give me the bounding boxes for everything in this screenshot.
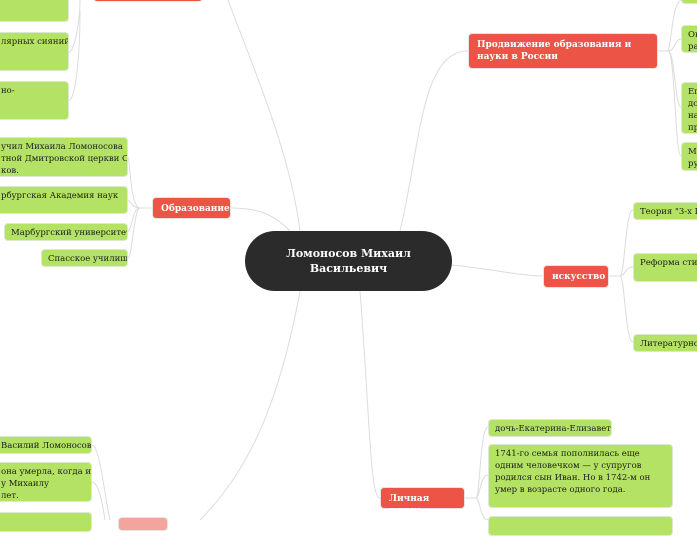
central-topic-text: Ломоносов Михаил Васильевич bbox=[286, 247, 411, 275]
leaf-text: она умерла, когда их у Михаилу лет. bbox=[1, 467, 92, 501]
leaf-personal-2[interactable]: 1741-го семья пополнилась еще одним чело… bbox=[488, 444, 673, 508]
branch-label: Личная жизнь bbox=[389, 494, 430, 516]
branch-science[interactable]: Продвижение образования и науки в России bbox=[468, 33, 658, 69]
leaf-education-4[interactable]: Спасское училище bbox=[41, 249, 128, 267]
branch-education[interactable]: Образование bbox=[152, 197, 231, 219]
leaf-family-1[interactable]: Василий Ломоносов bbox=[0, 436, 92, 454]
leaf-science-1[interactable]: Он ра bbox=[681, 25, 697, 53]
branch-label: Образование bbox=[161, 204, 230, 214]
leaf-text: лярных сияний bbox=[1, 37, 69, 47]
leaf-text: Он ра bbox=[688, 30, 697, 52]
leaf-science-2[interactable]: Ег до на пр bbox=[681, 82, 697, 134]
leaf-art-3[interactable]: Литературное bbox=[633, 334, 697, 352]
leaf-text: Ми ру bbox=[688, 147, 697, 169]
branch-label: Продвижение образования и науки в России bbox=[477, 40, 632, 62]
leaf-text: рбургская Академия наук bbox=[1, 191, 119, 201]
leaf-family-2[interactable]: она умерла, когда их у Михаилу лет. bbox=[0, 462, 92, 502]
leaf-text: Марбургский университет bbox=[11, 228, 128, 238]
leaf-education-3[interactable]: Марбургский университет bbox=[4, 223, 128, 241]
leaf-personal-3[interactable] bbox=[488, 516, 673, 536]
branch-top-left[interactable] bbox=[93, 0, 203, 2]
central-topic[interactable]: Ломоносов Михаил Васильевич bbox=[245, 231, 452, 291]
leaf-text: Литературное bbox=[640, 339, 697, 349]
leaf-science-0[interactable] bbox=[681, 0, 697, 4]
branch-label: искусство bbox=[552, 272, 606, 282]
leaf-text: Василий Ломоносов bbox=[1, 441, 92, 451]
branch-personal-life[interactable]: Личная жизнь bbox=[380, 487, 465, 516]
leaf-text: Ег до на пр bbox=[688, 87, 697, 133]
leaf-family-3[interactable] bbox=[0, 512, 92, 532]
connector-lines bbox=[68, 0, 682, 520]
leaf-top-left-2[interactable]: лярных сияний bbox=[0, 32, 69, 71]
leaf-education-1[interactable]: учил Михаила Ломоносова тной Дмитровской… bbox=[0, 137, 128, 177]
leaf-top-left-1[interactable] bbox=[0, 0, 69, 22]
branch-family[interactable] bbox=[118, 517, 168, 531]
leaf-science-3[interactable]: Ми ру bbox=[681, 142, 697, 171]
leaf-personal-1[interactable]: дочь-Екатерина-Елизавета bbox=[488, 419, 612, 437]
leaf-text: Теория "3-х Ш bbox=[640, 207, 697, 217]
leaf-text: Реформа стих bbox=[640, 258, 697, 268]
leaf-text: дочь-Екатерина-Елизавета bbox=[495, 424, 612, 434]
leaf-art-2[interactable]: Реформа стих bbox=[633, 253, 697, 282]
leaf-text: Спасское училище bbox=[48, 254, 128, 264]
leaf-text: 1741-го семья пополнилась еще одним чело… bbox=[495, 449, 651, 495]
leaf-art-1[interactable]: Теория "3-х Ш bbox=[633, 202, 697, 220]
leaf-text: учил Михаила Ломоносова тной Дмитровской… bbox=[1, 142, 128, 176]
branch-art[interactable]: искусство bbox=[543, 265, 609, 288]
leaf-education-2[interactable]: рбургская Академия наук bbox=[0, 186, 128, 214]
leaf-text: но- bbox=[1, 86, 15, 96]
leaf-top-left-3[interactable]: но- bbox=[0, 81, 69, 120]
